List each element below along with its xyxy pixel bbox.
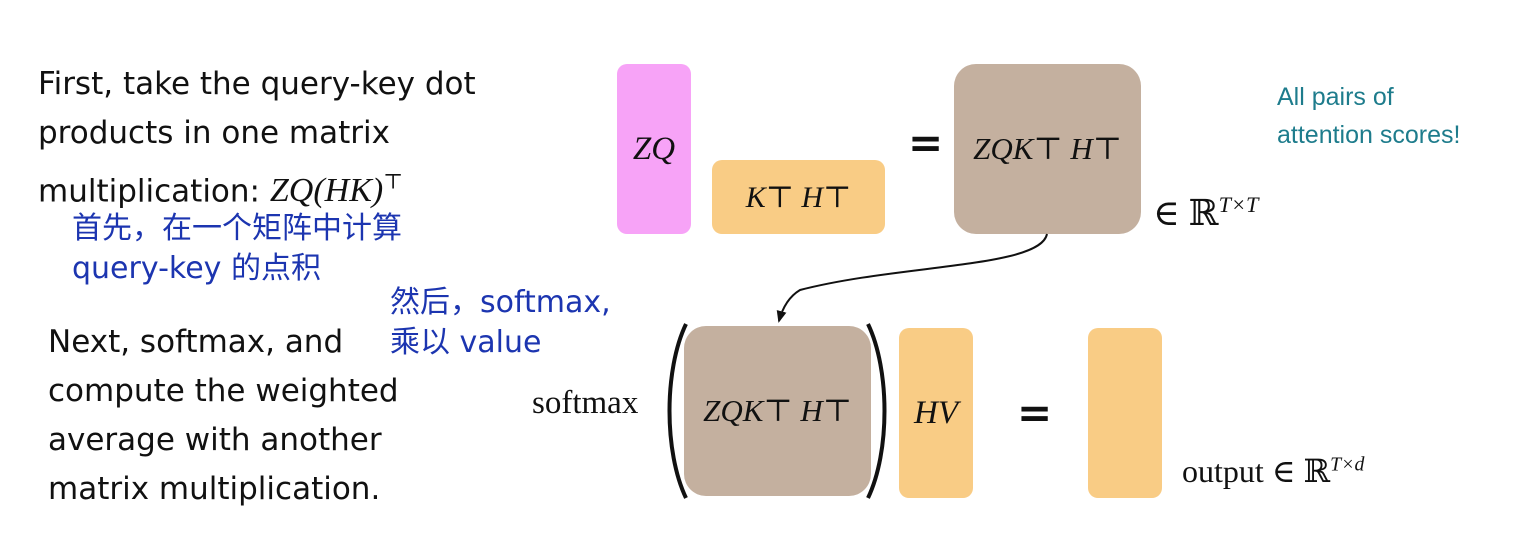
top-equals-sign: = bbox=[908, 118, 944, 167]
step1-zh-line-1: 首先，在一个矩阵中计算 bbox=[72, 211, 402, 246]
attention-note-line-2: attention scores! bbox=[1277, 121, 1461, 149]
scores-matrix-top: ZQK⊤ H⊤ bbox=[954, 64, 1141, 234]
step1-formula: ZQ(HK)⊤ bbox=[269, 170, 404, 210]
step1-line-2: products in one matrix bbox=[38, 115, 390, 151]
bottom-equals-sign: = bbox=[1017, 388, 1053, 437]
attention-note-line-1: All pairs of bbox=[1277, 83, 1394, 111]
attention-note: All pairs of attention scores! bbox=[1277, 78, 1460, 154]
step1-zh-line-2: query-key 的点积 bbox=[72, 251, 321, 286]
step2-zh-line-2: 乘以 value bbox=[390, 325, 542, 360]
step2-line-2: compute the weighted bbox=[48, 373, 399, 409]
hv-label: HV bbox=[914, 394, 958, 431]
left-paren bbox=[667, 323, 688, 499]
kh-transpose-label: K⊤ H⊤ bbox=[745, 180, 852, 214]
step1-formula-text: ZQ(HK) bbox=[269, 172, 384, 210]
step1-formula-sup: ⊤ bbox=[383, 170, 404, 194]
step1-line-3-text: multiplication: bbox=[38, 173, 270, 210]
scores-matrix-bottom: ZQK⊤ H⊤ bbox=[684, 326, 871, 496]
scores-dimension-sup: T×T bbox=[1218, 192, 1259, 217]
step1-text: First, take the query-key dot products i… bbox=[38, 60, 476, 216]
step1-zh-text: 首先，在一个矩阵中计算 query-key 的点积 bbox=[72, 209, 402, 289]
step1-line-1: First, take the query-key dot bbox=[38, 66, 476, 102]
right-paren bbox=[866, 323, 887, 499]
output-dimension-prefix: output ∈ ℝ bbox=[1182, 453, 1331, 489]
output-matrix bbox=[1088, 328, 1162, 498]
step2-zh-text: 然后，softmax, 乘以 value bbox=[390, 283, 611, 363]
step2-zh-line-1: 然后，softmax, bbox=[390, 285, 611, 320]
scores-label-bottom: ZQK⊤ H⊤ bbox=[703, 393, 852, 428]
zq-matrix: ZQ bbox=[617, 64, 691, 234]
zq-label: ZQ bbox=[632, 130, 676, 167]
hv-matrix: HV bbox=[899, 328, 973, 498]
softmax-label: softmax bbox=[532, 385, 639, 421]
step2-line-3: average with another bbox=[48, 422, 382, 458]
scores-dimension-prefix: ∈ ℝ bbox=[1153, 193, 1219, 233]
kh-transpose-matrix: K⊤ H⊤ bbox=[712, 160, 885, 234]
output-dimension-sup: T×d bbox=[1330, 453, 1365, 476]
scores-dimension: ∈ ℝT×T bbox=[1153, 192, 1258, 234]
scores-label-top: ZQK⊤ H⊤ bbox=[973, 131, 1122, 166]
step1-line-3: multiplication: ZQ(HK)⊤ bbox=[38, 158, 476, 216]
step2-line-4: matrix multiplication. bbox=[48, 471, 381, 507]
step2-text: Next, softmax, and compute the weighted … bbox=[48, 318, 399, 514]
step2-line-1: Next, softmax, and bbox=[48, 324, 344, 360]
output-dimension: output ∈ ℝT×d bbox=[1182, 452, 1364, 490]
